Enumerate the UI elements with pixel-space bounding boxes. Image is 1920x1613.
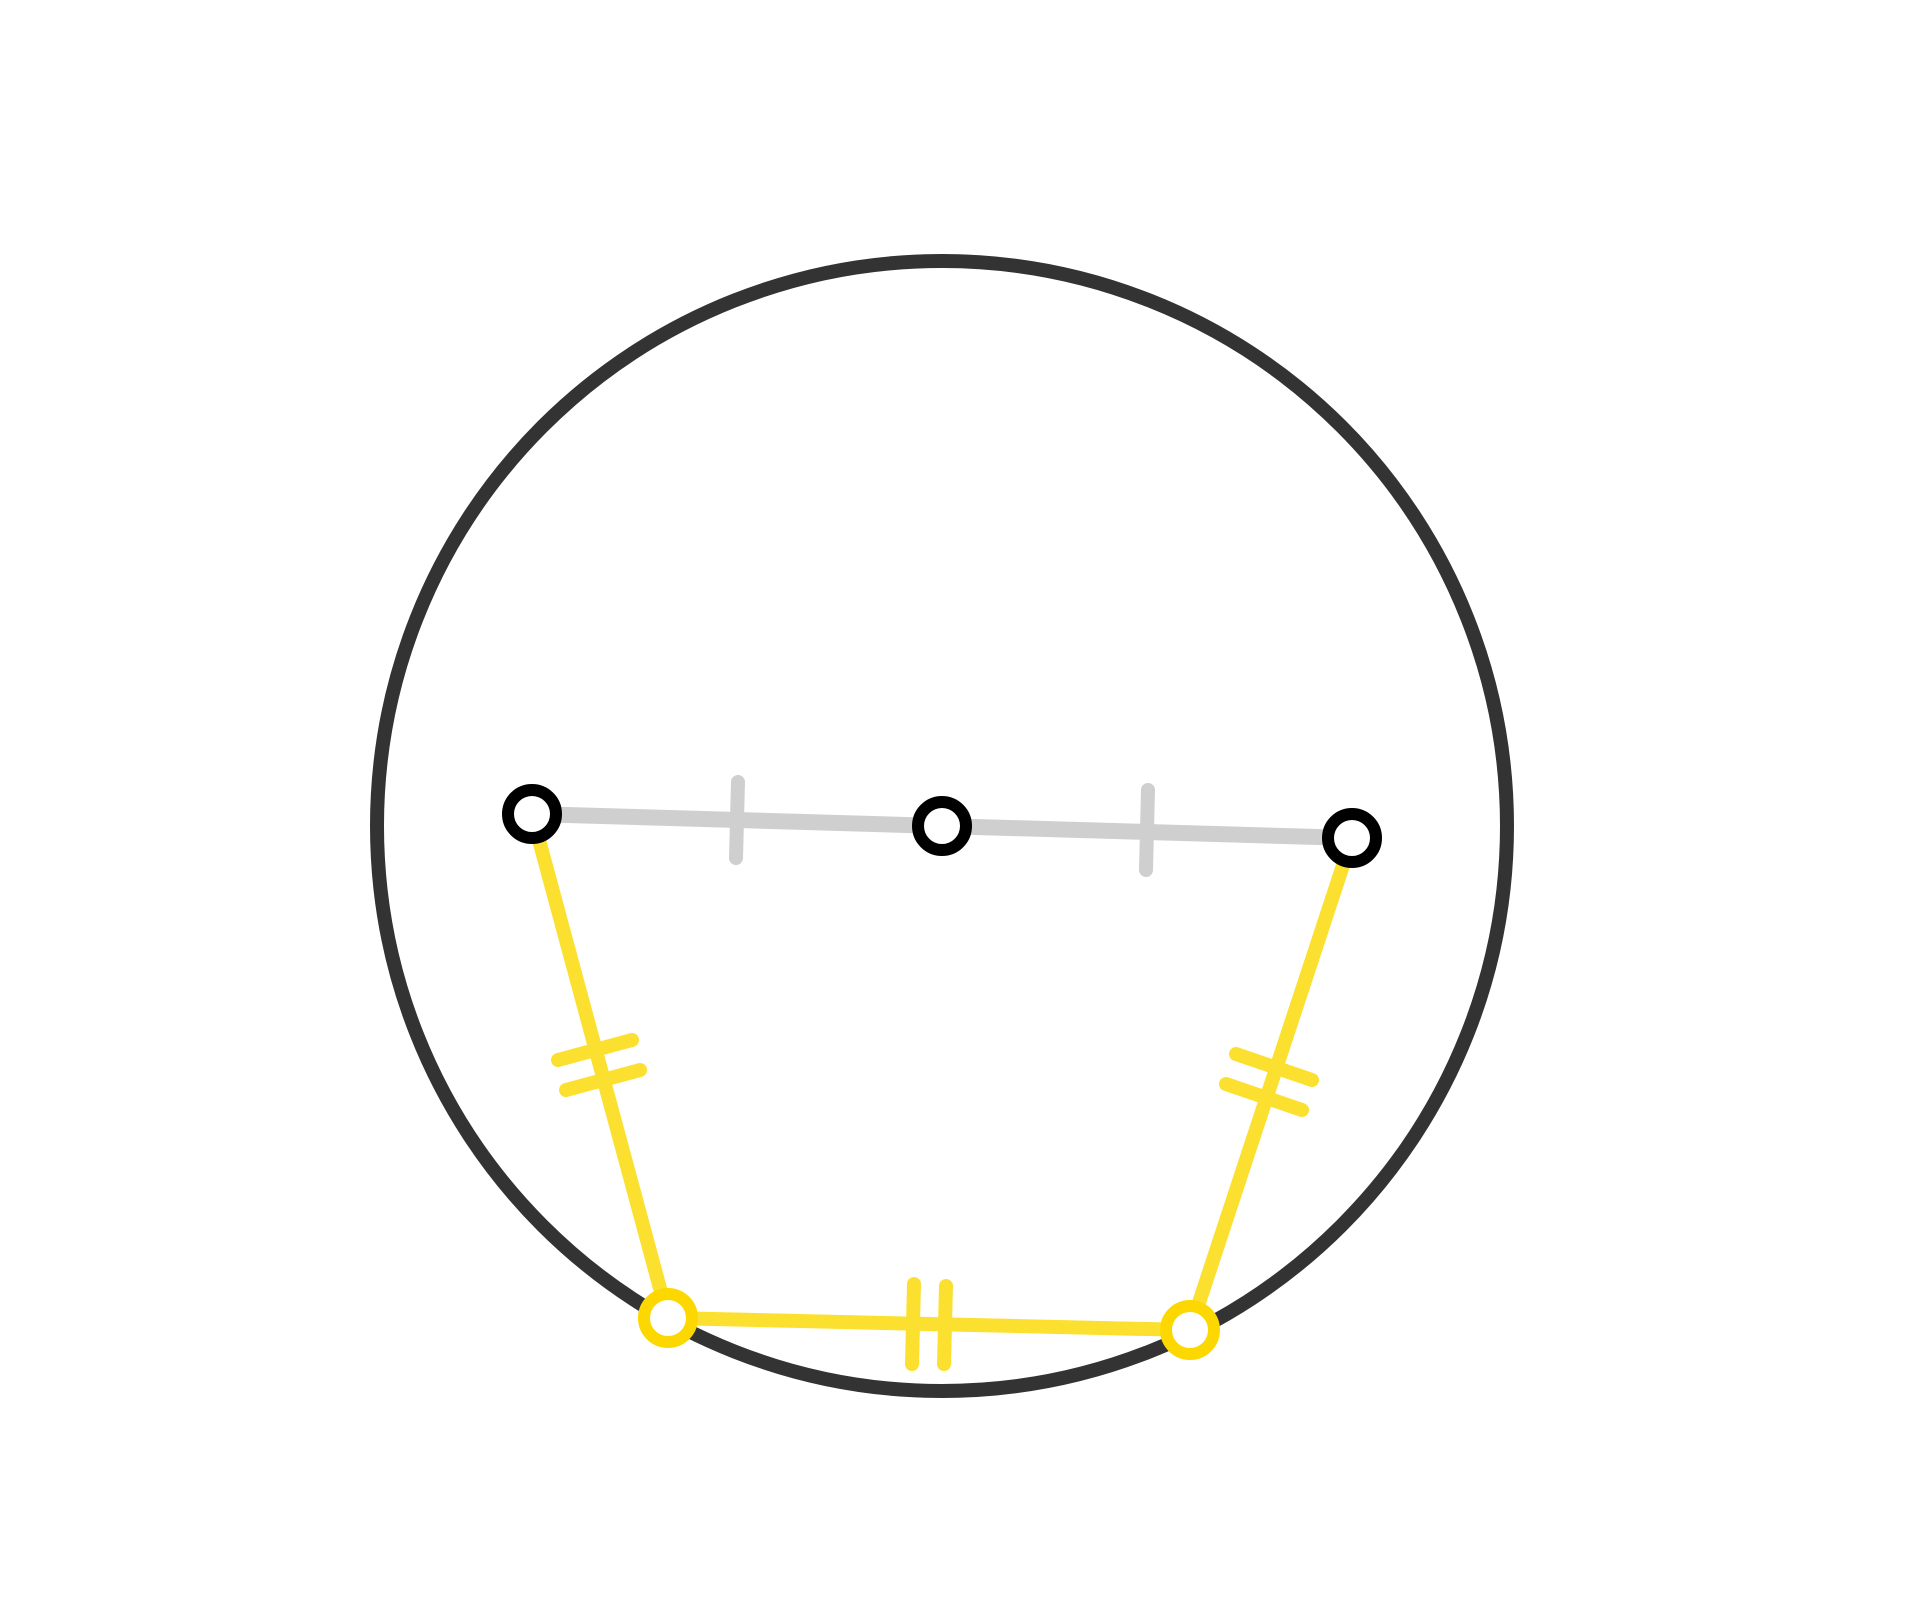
- chord-left: [525, 807, 675, 1325]
- circle: [370, 254, 1514, 1398]
- tick-mark-chord-bottom-2: [937, 1279, 953, 1371]
- point-diameter-right: [1322, 808, 1382, 868]
- tick-mark-chord-bottom-1: [905, 1277, 921, 1371]
- tick-mark-diameter-left: [729, 775, 745, 865]
- point-diameter-left: [502, 784, 562, 844]
- point-chord-bottom-left: [638, 1288, 698, 1348]
- chord-right: [1183, 831, 1359, 1337]
- point-center: [912, 796, 972, 856]
- tick-mark-diameter-right: [1139, 783, 1155, 877]
- tick-mark-chord-left-1: [551, 1033, 639, 1067]
- tick-mark-chord-left-2: [559, 1063, 647, 1097]
- point-chord-bottom-right: [1160, 1300, 1220, 1360]
- tick-mark-chord-right-2: [1219, 1077, 1309, 1117]
- chord-bottom: [661, 1311, 1197, 1337]
- tick-mark-chord-right-1: [1229, 1047, 1319, 1087]
